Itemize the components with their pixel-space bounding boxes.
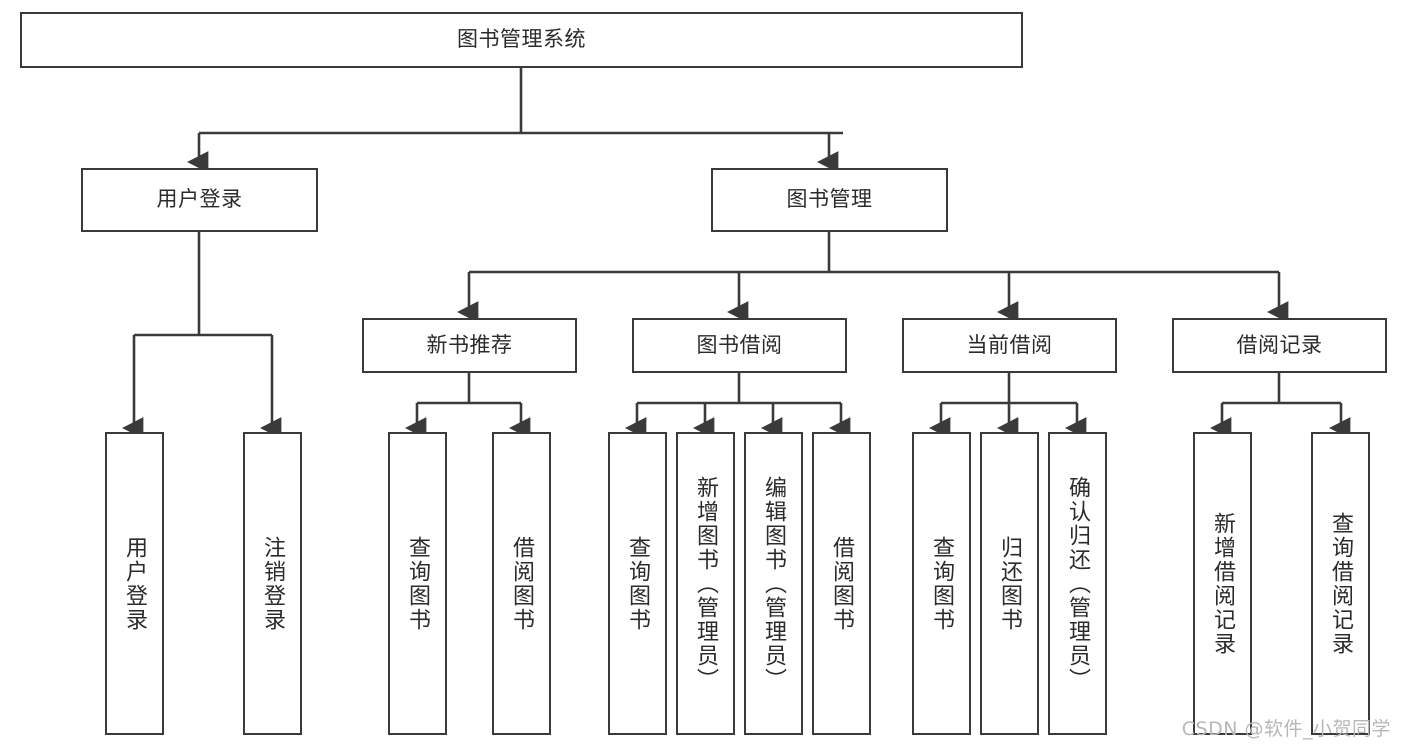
node-label: 查询图书: [625, 535, 651, 632]
node-label: 查询借阅记录: [1328, 511, 1354, 656]
node-label: 图书管理: [786, 187, 873, 212]
node-leaf-borrow-borrow-book[interactable]: 借阅图书: [812, 432, 871, 735]
node-label: 借阅记录: [1236, 332, 1323, 357]
node-label: 新增借阅记录: [1210, 511, 1236, 656]
node-label: 借阅图书: [509, 535, 535, 632]
node-book-management[interactable]: 图书管理: [711, 168, 948, 232]
node-label: 用户登录: [122, 535, 148, 632]
node-leaf-user-login-login[interactable]: 用户登录: [105, 432, 164, 735]
node-leaf-borrow-edit-book-admin[interactable]: 编辑图书（管理员）: [744, 432, 803, 735]
node-label: 图书借阅: [696, 332, 783, 357]
node-leaf-record-query-record[interactable]: 查询借阅记录: [1311, 432, 1370, 735]
node-leaf-record-add-record[interactable]: 新增借阅记录: [1193, 432, 1252, 735]
node-leaf-recommend-query-book[interactable]: 查询图书: [388, 432, 447, 735]
node-label: 新增图书（管理员）: [693, 475, 719, 692]
node-label: 查询图书: [929, 535, 955, 632]
csdn-watermark: CSDN @软件_小贺同学: [1181, 718, 1391, 740]
node-leaf-recommend-borrow-book[interactable]: 借阅图书: [492, 432, 551, 735]
node-label: 注销登录: [260, 535, 286, 632]
node-leaf-borrow-add-book-admin[interactable]: 新增图书（管理员）: [676, 432, 735, 735]
node-leaf-user-login-logout[interactable]: 注销登录: [243, 432, 302, 735]
node-current-borrow[interactable]: 当前借阅: [902, 318, 1117, 373]
node-leaf-borrow-query-book[interactable]: 查询图书: [608, 432, 667, 735]
node-label: 图书管理系统: [457, 27, 586, 52]
node-leaf-current-return-book[interactable]: 归还图书: [980, 432, 1039, 735]
node-new-book-recommend[interactable]: 新书推荐: [362, 318, 577, 373]
node-label: 当前借阅: [966, 332, 1053, 357]
node-label: 编辑图书（管理员）: [761, 475, 787, 692]
node-leaf-current-confirm-return-admin[interactable]: 确认归还（管理员）: [1048, 432, 1107, 735]
node-user-login[interactable]: 用户登录: [81, 168, 318, 232]
node-label: 查询图书: [405, 535, 431, 632]
node-leaf-current-query-book[interactable]: 查询图书: [912, 432, 971, 735]
node-label: 借阅图书: [829, 535, 855, 632]
node-label: 确认归还（管理员）: [1065, 475, 1091, 692]
node-label: 用户登录: [156, 187, 243, 212]
node-book-borrow[interactable]: 图书借阅: [632, 318, 847, 373]
node-borrow-record[interactable]: 借阅记录: [1172, 318, 1387, 373]
node-root-book-management-system[interactable]: 图书管理系统: [20, 12, 1023, 68]
node-label: 归还图书: [997, 535, 1023, 632]
node-label: 新书推荐: [426, 332, 513, 357]
